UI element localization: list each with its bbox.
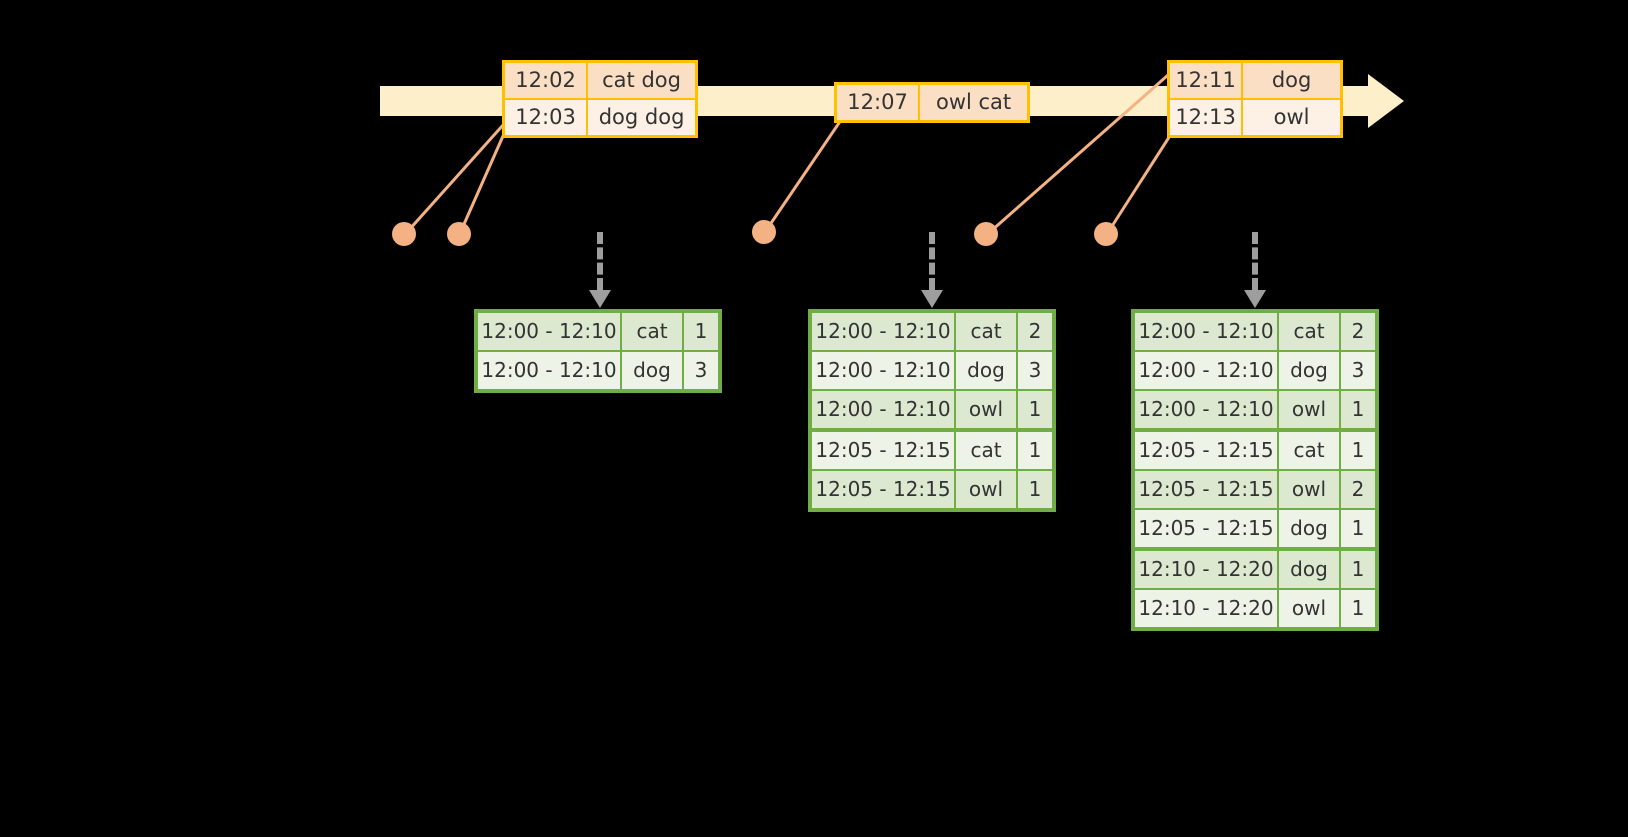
event-words: cat dog (602, 68, 681, 92)
connector-1213-line (1104, 128, 1176, 237)
window-cell: 12:00 - 12:10 (812, 313, 956, 350)
event-time: 12:02 (505, 63, 589, 98)
window-cell: 12:10 - 12:20 (1135, 590, 1279, 627)
window-cell: 12:00 - 12:10 (478, 313, 622, 350)
event-row: 12:13 owl (1170, 98, 1340, 135)
window-cell: 12:00 - 12:10 (1135, 352, 1279, 389)
event-row: 12:03 dog dog (505, 98, 695, 135)
count-cell: 3 (694, 358, 708, 382)
event-row: 12:07 owl cat (837, 85, 1027, 120)
window-cell: 12:10 - 12:20 (1135, 551, 1279, 588)
count-cell: 1 (1351, 596, 1365, 620)
timeline-arrowhead-icon (1368, 74, 1404, 128)
event-words: owl (1273, 105, 1310, 129)
window-cell: 12:00 - 12:10 (812, 352, 956, 389)
word-cell: dog (1279, 510, 1341, 547)
event-words: owl cat (935, 90, 1012, 114)
event-time: 12:11 (1170, 63, 1244, 98)
count-cell: 1 (694, 319, 708, 343)
word-cell: dog (1279, 551, 1341, 588)
event-words: dog dog (598, 105, 685, 129)
window-cell: 12:05 - 12:15 (1135, 471, 1279, 508)
count-cell: 3 (1351, 358, 1365, 382)
event-time: 12:13 (1170, 100, 1244, 135)
word-cell: owl (1279, 590, 1341, 627)
count-cell: 2 (1351, 477, 1365, 501)
down-arrow-3-icon (1244, 232, 1266, 308)
window-cell: 12:00 - 12:10 (1135, 313, 1279, 350)
down-arrow-2-icon (921, 232, 943, 308)
event-words: dog (1271, 68, 1312, 92)
word-cell: cat (956, 313, 1018, 350)
connector-1207-line (762, 120, 842, 235)
word-cell: owl (956, 391, 1018, 428)
word-cell: owl (956, 471, 1018, 508)
event-group-1[interactable]: 12:02 cat dog 12:03 dog dog (502, 60, 698, 138)
event-row: 12:02 cat dog (505, 63, 695, 98)
down-arrow-1-icon (589, 232, 611, 308)
count-cell: 1 (1028, 477, 1042, 501)
window-cell: 12:05 - 12:15 (1135, 510, 1279, 547)
word-cell: dog (622, 352, 684, 389)
connector-1202-dot (392, 222, 416, 246)
window-cell: 12:05 - 12:15 (812, 432, 956, 469)
word-cell: cat (622, 313, 684, 350)
event-time: 12:03 (505, 100, 589, 135)
connector-1207-dot (752, 220, 776, 244)
window-cell: 12:00 - 12:10 (1135, 391, 1279, 428)
window-cell: 12:05 - 12:15 (812, 471, 956, 508)
word-cell: cat (1279, 432, 1341, 469)
word-cell: dog (956, 352, 1018, 389)
event-row: 12:11 dog (1170, 63, 1340, 98)
count-cell: 2 (1351, 319, 1365, 343)
count-cell: 3 (1028, 358, 1042, 382)
window-cell: 12:00 - 12:10 (812, 391, 956, 428)
count-cell: 2 (1028, 319, 1042, 343)
connector-1202-line (402, 118, 510, 237)
connector-1213-dot (1094, 222, 1118, 246)
count-cell: 1 (1028, 438, 1042, 462)
word-cell: owl (1279, 391, 1341, 428)
word-cell: dog (1279, 352, 1341, 389)
word-cell: owl (1279, 471, 1341, 508)
connector-1203-dot (447, 222, 471, 246)
count-cell: 1 (1028, 397, 1042, 421)
event-group-2[interactable]: 12:07 owl cat (834, 82, 1030, 123)
connector-1211-dot (974, 222, 998, 246)
word-cell: cat (1279, 313, 1341, 350)
count-cell: 1 (1351, 397, 1365, 421)
count-cell: 1 (1351, 516, 1365, 540)
count-cell: 1 (1351, 438, 1365, 462)
word-cell: cat (956, 432, 1018, 469)
window-cell: 12:00 - 12:10 (478, 352, 622, 389)
event-time: 12:07 (837, 85, 921, 120)
count-cell: 1 (1351, 557, 1365, 581)
event-group-3[interactable]: 12:11 dog 12:13 owl (1167, 60, 1343, 138)
window-cell: 12:05 - 12:15 (1135, 432, 1279, 469)
